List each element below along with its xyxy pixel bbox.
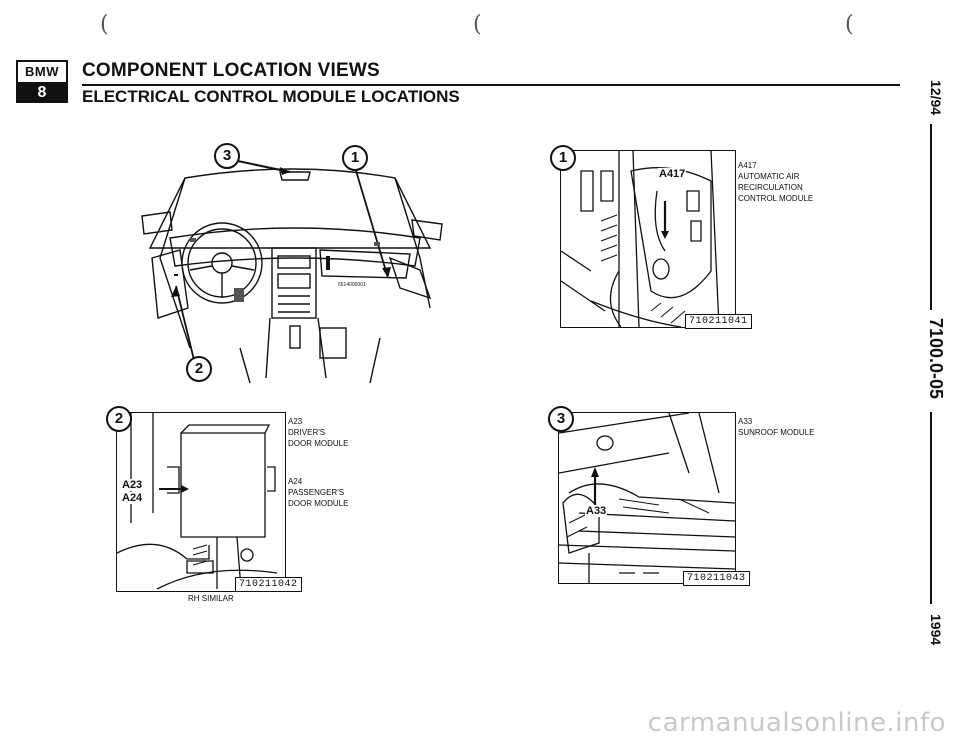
label-line: CONTROL MODULE bbox=[738, 194, 814, 203]
title-rule bbox=[82, 84, 900, 86]
overview-callout-2: 2 bbox=[186, 356, 212, 382]
overview-callout-3: 3 bbox=[214, 143, 240, 169]
label-line: DOOR MODULE bbox=[288, 499, 349, 508]
overview-callout-1: 1 bbox=[342, 145, 368, 171]
figure-number: 710211042 bbox=[235, 577, 302, 592]
scan-mark: ( bbox=[100, 12, 109, 37]
overview-code: 6514000001 bbox=[338, 282, 366, 288]
figure-number: 710211043 bbox=[683, 571, 750, 586]
bmw-8-logo: BMW 8 bbox=[16, 60, 68, 104]
figure-callout-1: 1 bbox=[550, 145, 576, 171]
scan-mark: ( bbox=[473, 12, 482, 37]
margin-date: 12/94 bbox=[928, 80, 944, 116]
label-line: A33 bbox=[738, 417, 753, 426]
margin-year: 1994 bbox=[928, 614, 944, 646]
figure-number: 710211041 bbox=[685, 314, 752, 329]
a417-description: A417 AUTOMATIC AIR RECIRCULATION CONTROL… bbox=[738, 160, 813, 204]
label-line: PASSENGER'S bbox=[288, 488, 345, 497]
watermark: carmanualsonline.info bbox=[647, 708, 946, 738]
figure-a417-drawing bbox=[560, 150, 720, 328]
scan-mark: ( bbox=[845, 12, 854, 37]
margin-section-number: 7100.0-05 bbox=[926, 318, 946, 400]
figure-callout-2: 2 bbox=[106, 406, 132, 432]
figure-caption: RH SIMILAR bbox=[188, 594, 234, 603]
a23-inline-label: A23 bbox=[121, 479, 144, 491]
margin-rule bbox=[930, 124, 932, 310]
page-title: COMPONENT LOCATION VIEWS bbox=[82, 60, 380, 81]
label-line: A24 bbox=[288, 477, 303, 486]
figure-callout-3: 3 bbox=[548, 406, 574, 432]
label-line: SUNROOF MODULE bbox=[738, 428, 815, 437]
dashboard-drawing: 6514000001 bbox=[141, 155, 443, 384]
logo-8-text: 8 bbox=[16, 83, 68, 103]
margin-rule bbox=[930, 412, 932, 604]
door-module-description-a23: A23 DRIVER'S DOOR MODULE bbox=[288, 416, 348, 449]
a33-description: A33 SUNROOF MODULE bbox=[738, 416, 814, 438]
a417-inline-label: A417 bbox=[658, 168, 687, 180]
a24-inline-label: A24 bbox=[121, 492, 144, 504]
label-line: DRIVER'S bbox=[288, 428, 326, 437]
a33-inline-label: A33 bbox=[585, 505, 608, 517]
logo-bmw-text: BMW bbox=[16, 60, 68, 84]
label-line: A417 bbox=[738, 161, 757, 170]
page-subtitle: ELECTRICAL CONTROL MODULE LOCATIONS bbox=[82, 87, 460, 106]
dashboard-overview-illustration: 6514000001 3 1 2 bbox=[130, 138, 460, 384]
label-line: RECIRCULATION bbox=[738, 183, 803, 192]
figure-a417-detail: A417 710211041 bbox=[560, 150, 752, 329]
door-module-description-a24: A24 PASSENGER'S DOOR MODULE bbox=[288, 476, 348, 509]
label-line: A23 bbox=[288, 417, 303, 426]
label-line: AUTOMATIC AIR bbox=[738, 172, 800, 181]
label-line: DOOR MODULE bbox=[288, 439, 349, 448]
figure-sunroof-module-drawing bbox=[558, 412, 736, 583]
figure-sunroof-module-detail: A33 710211043 bbox=[558, 412, 750, 586]
figure-door-module-detail: A23 A24 710211042 bbox=[116, 412, 302, 592]
